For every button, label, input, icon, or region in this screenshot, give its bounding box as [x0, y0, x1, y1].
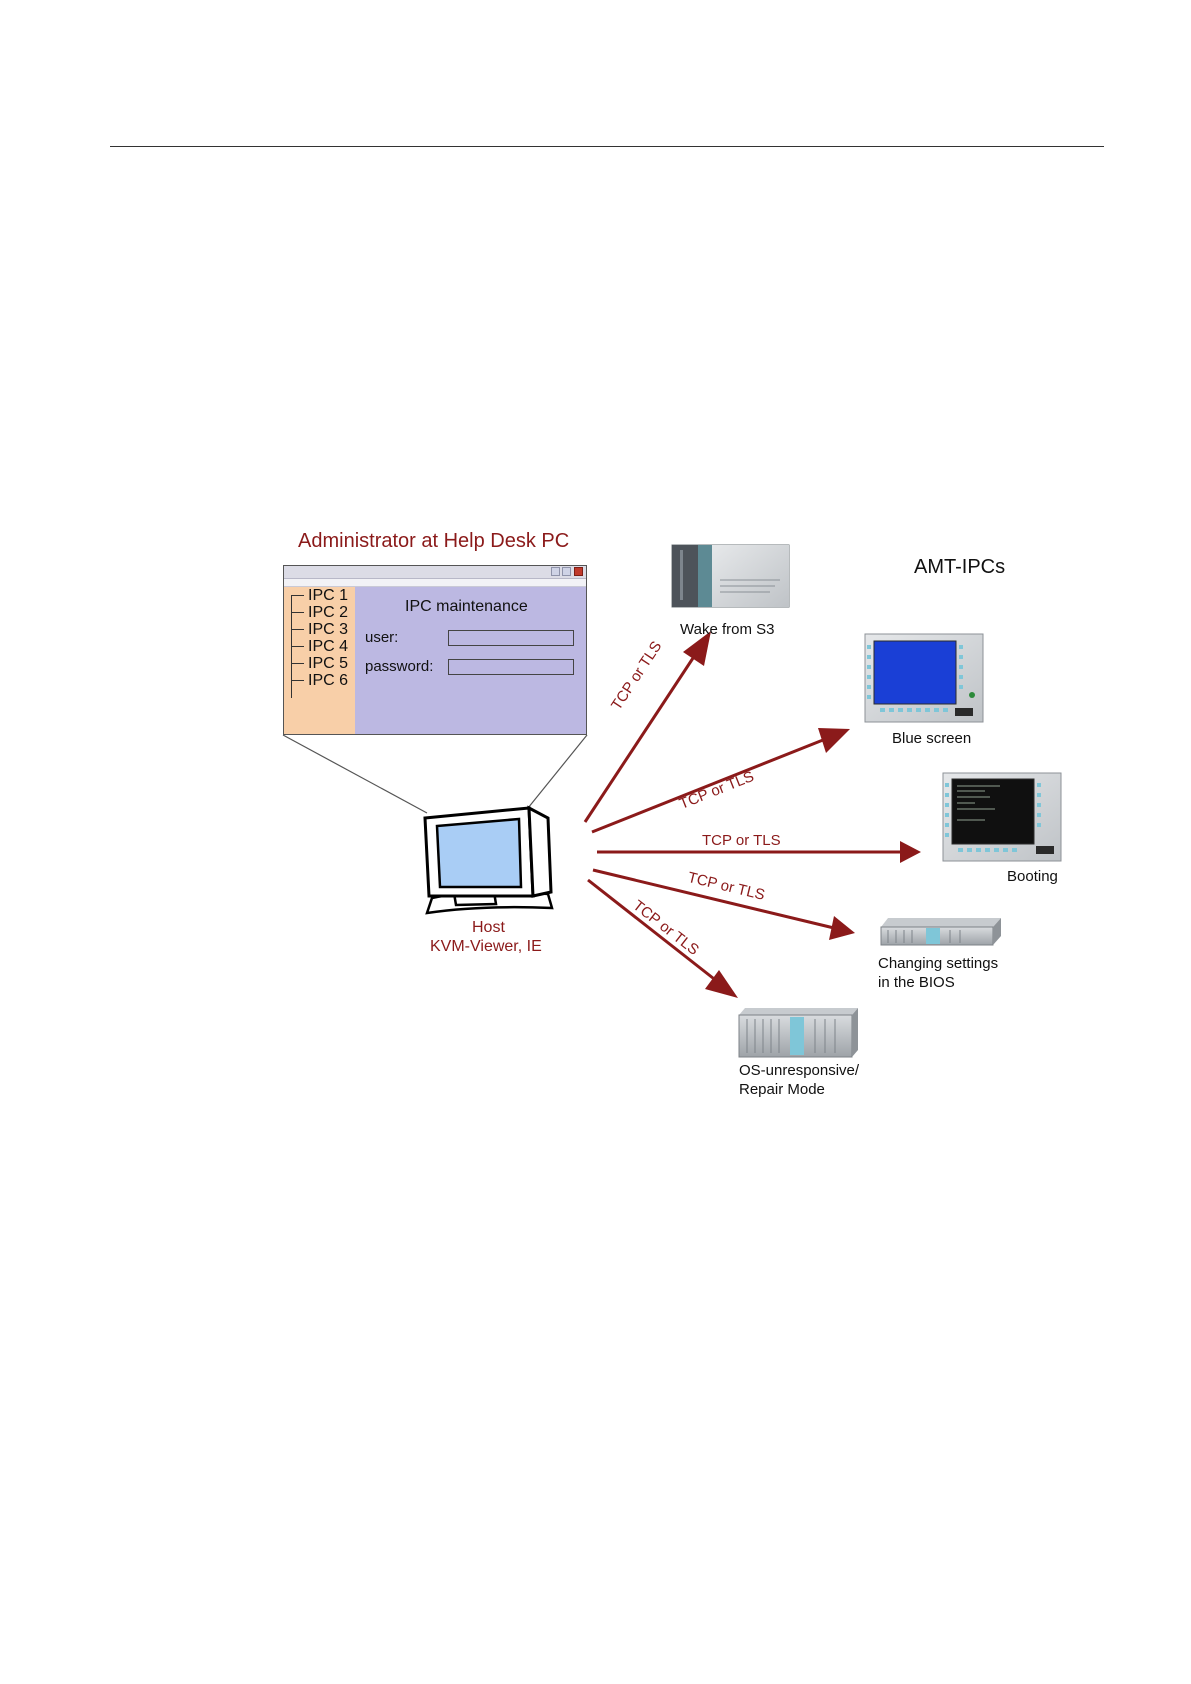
booting-panel-icon — [943, 773, 1061, 861]
projection-lines — [283, 735, 587, 813]
device-label-booting: Booting — [1007, 867, 1058, 886]
rack-server-icon — [739, 1008, 858, 1057]
connection-label-booting: TCP or TLS — [702, 832, 781, 849]
device-label-blue-screen: Blue screen — [892, 729, 971, 748]
host-software-label: KVM-Viewer, IE — [430, 938, 542, 956]
controller-device-icon — [672, 545, 789, 607]
device-label-bios-2: in the BIOS — [878, 973, 955, 992]
device-label-os-2: Repair Mode — [739, 1080, 825, 1099]
blue-screen-panel-icon — [865, 634, 983, 722]
host-label: Host — [472, 919, 505, 937]
device-label-wake: Wake from S3 — [680, 620, 774, 639]
host-monitor-icon — [425, 808, 552, 913]
device-label-os-1: OS-unresponsive/ — [739, 1061, 859, 1080]
arrow-to-os — [588, 880, 738, 998]
rack-pc-icon — [881, 918, 1001, 945]
device-label-bios-1: Changing settings — [878, 954, 998, 973]
